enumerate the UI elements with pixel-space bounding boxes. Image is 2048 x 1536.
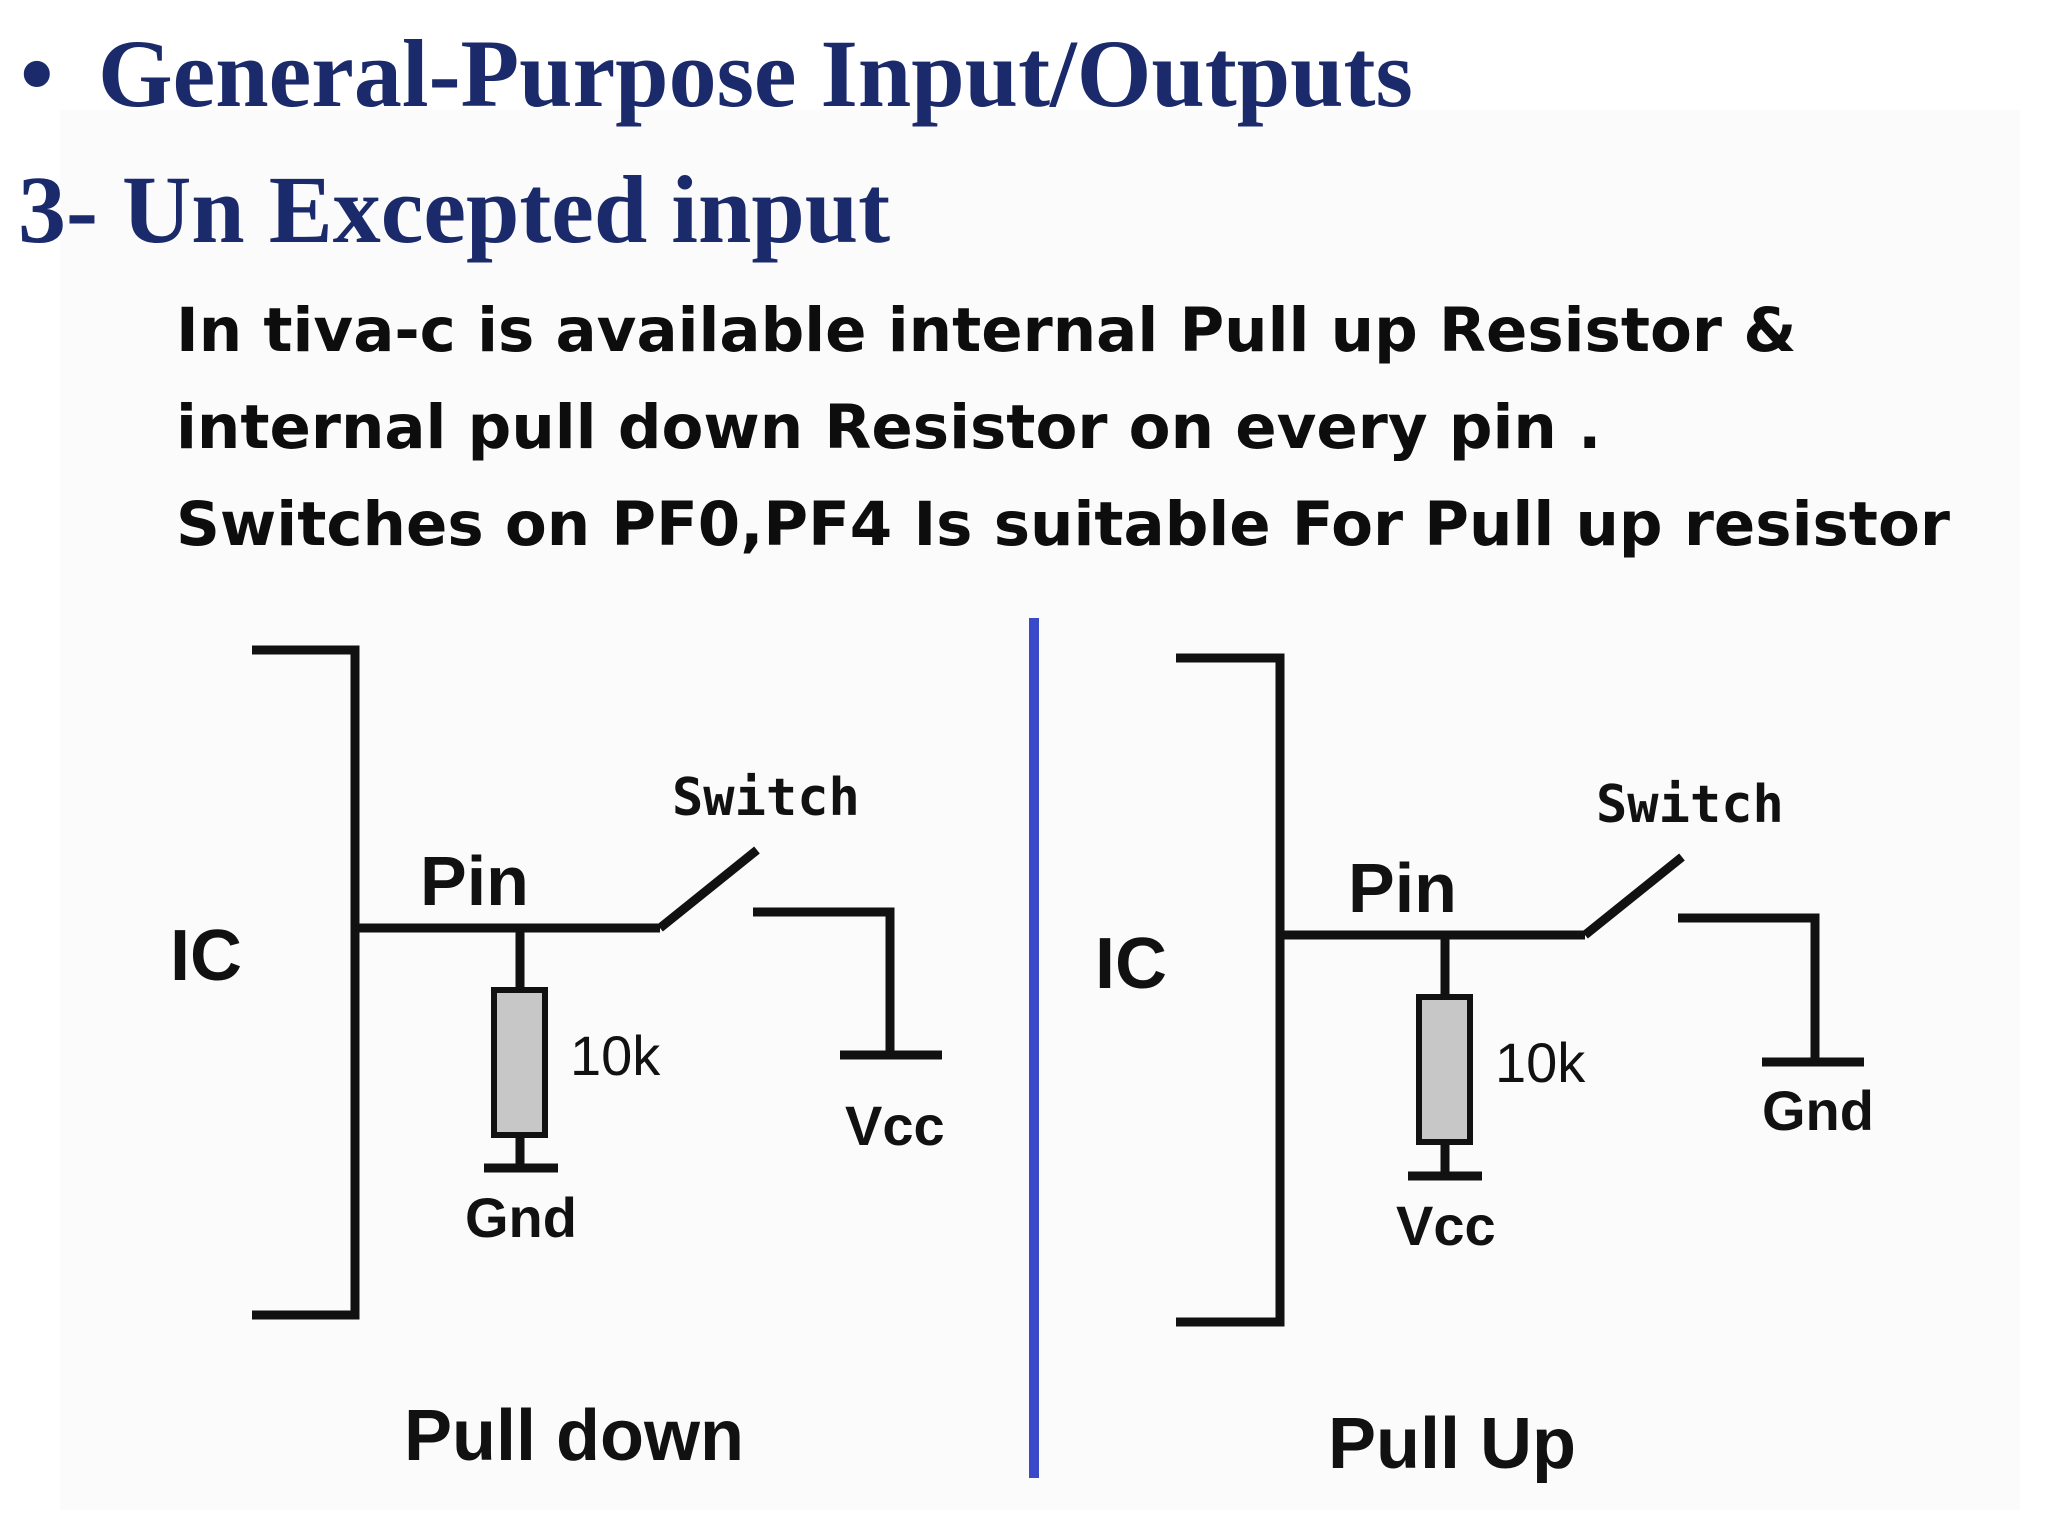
body-line: internal pull down Resistor on every pin… (176, 392, 1602, 463)
bullet-icon: • (20, 20, 54, 127)
pull-down-circuit (252, 645, 942, 1320)
ic-bracket (1176, 653, 1285, 1327)
ic-bracket (252, 645, 360, 1320)
pin-label: Pin (1348, 849, 1457, 927)
ground-label: Gnd (465, 1186, 577, 1249)
slide-subheading: 3- Un Excepted input (18, 156, 891, 263)
pin-label: Pin (420, 842, 529, 920)
body-line: Switches on PF0,PF4 Is suitable For Pull… (176, 489, 1950, 560)
slide-heading: • General-Purpose Input/Outputs (20, 14, 1413, 134)
slide-body: In tiva-c is available internal Pull up … (176, 282, 1950, 573)
slide-background (60, 110, 2020, 1510)
switch-blade (657, 846, 760, 932)
resistor-value-label: 10k (570, 1024, 661, 1087)
pull-up-circuit (1176, 653, 1864, 1327)
supply-label: Vcc (1396, 1194, 1496, 1257)
switch-blade (1582, 853, 1685, 939)
body-line: In tiva-c is available internal Pull up … (176, 295, 1797, 366)
ground-label: Gnd (1762, 1079, 1874, 1142)
switch-output-wire (1678, 913, 1820, 1062)
ic-label: IC (1095, 924, 1167, 1004)
supply-label: Vcc (845, 1094, 945, 1157)
switch-label: Switch (672, 768, 860, 828)
switch-label: Switch (1596, 775, 1784, 835)
ic-label: IC (170, 916, 242, 996)
switch-output-wire (753, 907, 895, 1055)
resistor (1416, 994, 1473, 1145)
slide-heading-text: General-Purpose Input/Outputs (98, 20, 1413, 127)
circuit-caption: Pull Up (1328, 1404, 1576, 1484)
resistor (491, 987, 548, 1138)
circuit-caption: Pull down (404, 1396, 744, 1476)
resistor-value-label: 10k (1495, 1031, 1586, 1094)
